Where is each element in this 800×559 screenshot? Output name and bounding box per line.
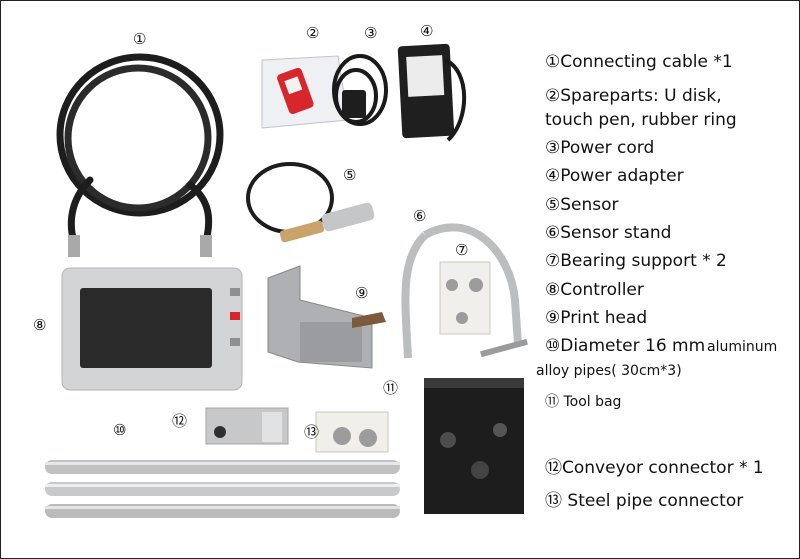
connecting-cable <box>56 53 224 249</box>
callout-11: ⑪ <box>383 379 399 397</box>
aluminum-pipes <box>45 460 400 518</box>
legend-power-cord: ③Power cord <box>545 138 655 158</box>
callout-1: ① <box>133 30 147 48</box>
callout-2: ② <box>306 24 320 42</box>
legend-steel-pipe-connector: ⑬ Steel pipe connector <box>545 491 744 511</box>
sensor-stand <box>401 232 428 359</box>
callout-4: ④ <box>420 22 434 40</box>
callout-7: ⑦ <box>455 241 469 259</box>
print-head <box>267 265 386 369</box>
legend-sensor: ⑤Sensor <box>545 195 619 215</box>
callout-10: ⑩ <box>113 421 127 439</box>
legend-print-head: ⑨Print head <box>545 308 648 328</box>
cable-plug-left <box>68 235 80 257</box>
callout-3: ③ <box>364 24 378 42</box>
callout-9: ⑨ <box>355 284 369 302</box>
conveyor-connector <box>205 407 289 445</box>
legend-power-adapter: ④Power adapter <box>545 166 684 186</box>
power-cord <box>332 54 388 126</box>
legend-pipes-line2: alloy pipes( 30cm*3) <box>536 363 682 379</box>
callout-5: ⑤ <box>343 166 357 184</box>
tool-bag <box>424 378 524 514</box>
legend-spareparts-line1: ②Spareparts: U disk, <box>545 86 722 106</box>
legend-bearing-support: ⑦Bearing support * 2 <box>545 251 727 271</box>
legend-conveyor-connector: ⑫Conveyor connector * 1 <box>545 458 764 478</box>
cable-plug-right <box>200 235 212 257</box>
callout-12: ⑫ <box>172 412 188 430</box>
legend-sensor-stand: ⑥Sensor stand <box>545 223 672 243</box>
callout-13: ⑬ <box>304 423 320 441</box>
power-adapter <box>397 43 467 142</box>
steel-pipe-connector <box>315 411 389 453</box>
controller <box>61 267 243 391</box>
callout-8: ⑧ <box>33 316 47 334</box>
sensor <box>246 162 375 243</box>
legend-tool-bag: ⑪ Tool bag <box>545 394 622 410</box>
legend-spareparts-line2: touch pen, rubber ring <box>545 110 737 130</box>
legend-pipes-line1b: aluminum <box>707 339 778 355</box>
legend-connecting-cable: ①Connecting cable *1 <box>545 52 733 72</box>
bearing-support <box>439 261 491 335</box>
legend-controller: ⑧Controller <box>545 280 644 300</box>
spareparts-bag <box>261 55 349 129</box>
power-plug <box>342 90 366 118</box>
legend-pipes-line1: ⑩Diameter 16 mm <box>545 336 706 356</box>
callout-6: ⑥ <box>413 207 427 225</box>
